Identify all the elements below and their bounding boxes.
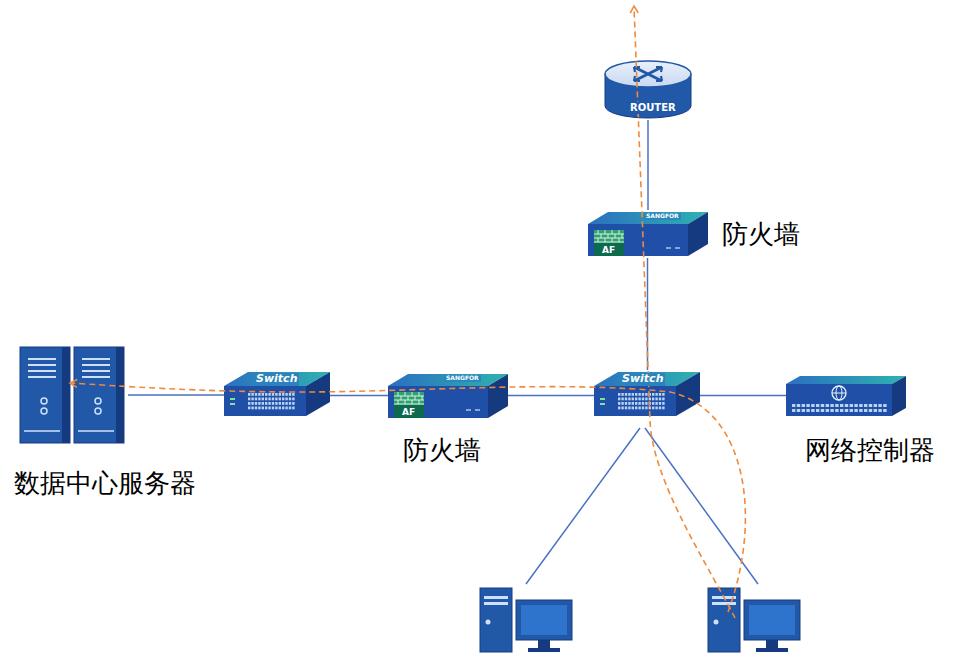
- device-node: 网络控制器: [786, 374, 906, 418]
- device-node: Switch: [594, 370, 700, 420]
- network-link: [700, 395, 786, 397]
- network-link: [330, 395, 388, 397]
- pc-link: [526, 428, 640, 584]
- device-icon: [20, 345, 128, 445]
- pc-icon: [480, 588, 572, 652]
- network-link: [647, 120, 649, 210]
- device-node: ROUTER: [604, 58, 692, 120]
- device-marking: ROUTER: [628, 102, 678, 114]
- device-marking: SANGFOR: [644, 213, 681, 220]
- device-node: SANGFORAF防火墙: [588, 210, 708, 258]
- device-marking: Switch: [254, 373, 299, 386]
- network-link: [508, 395, 594, 397]
- device-node: Switch: [224, 370, 330, 420]
- device-icon: [786, 374, 906, 418]
- pc-link: [645, 428, 758, 584]
- pc-icon: [708, 588, 800, 652]
- device-marking: SANGFOR: [444, 375, 481, 382]
- network-link: [647, 258, 649, 370]
- device-label: 防火墙: [722, 220, 800, 250]
- device-label: 网络控制器: [805, 436, 935, 466]
- network-link: [128, 394, 224, 396]
- device-label: 防火墙: [403, 436, 481, 466]
- device-marking: AF: [600, 245, 617, 255]
- device-node: SANGFORAF防火墙: [388, 372, 508, 420]
- device-marking: AF: [400, 407, 417, 417]
- device-marking: Switch: [620, 373, 665, 386]
- device-node: 数据中心服务器: [20, 345, 128, 445]
- device-label: 数据中心服务器: [14, 469, 196, 499]
